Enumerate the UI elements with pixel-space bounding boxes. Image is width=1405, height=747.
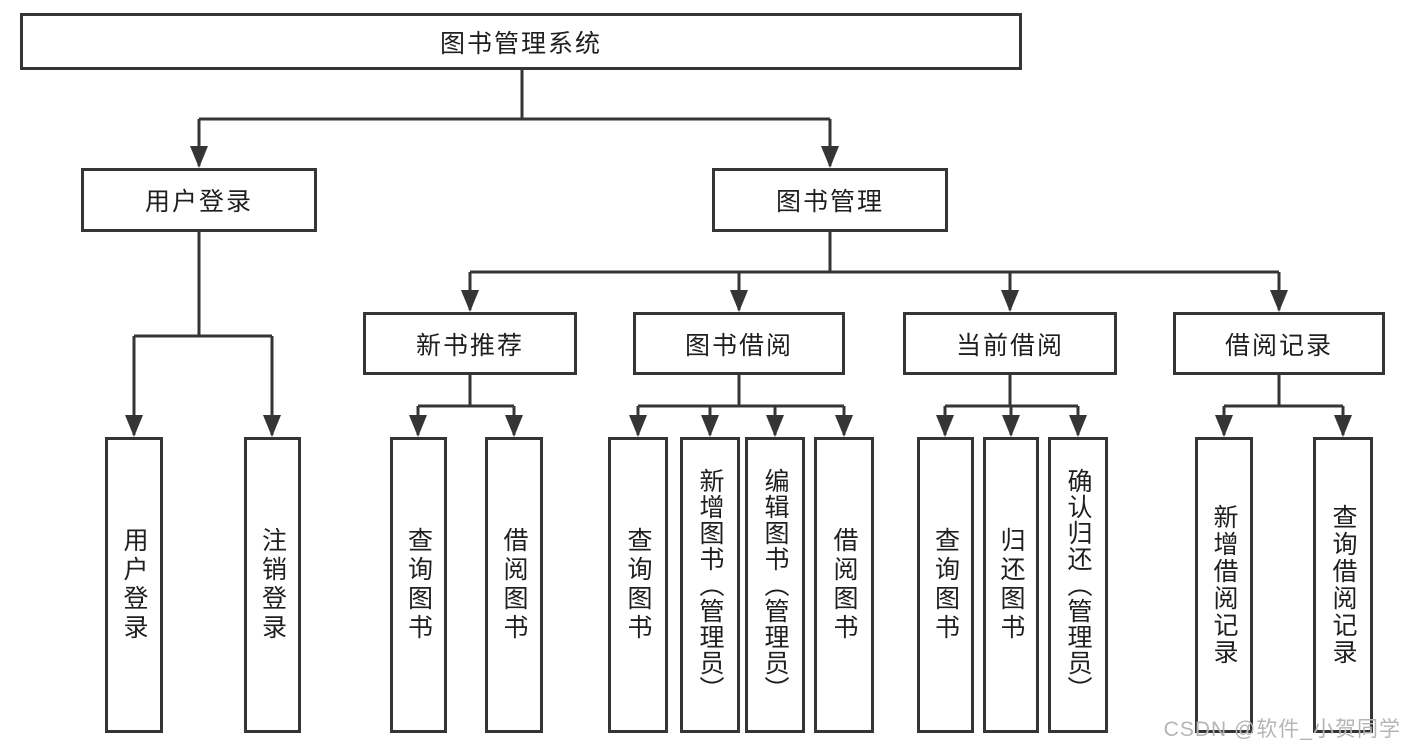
arrow-down-icon <box>835 415 853 437</box>
arrow-down-icon <box>701 415 719 437</box>
leaf-add-borrow-record: 新增借阅记录 <box>1195 437 1253 733</box>
node-book-borrowing: 图书借阅 <box>633 312 845 375</box>
node-user-login: 用户登录 <box>81 168 317 232</box>
leaf-borrow-books: 借阅图书 <box>814 437 874 733</box>
leaf-query-books-recommend: 查询图书 <box>390 437 447 733</box>
arrow-down-icon <box>461 290 479 312</box>
arrow-down-icon <box>936 415 954 437</box>
arrow-down-icon <box>409 415 427 437</box>
node-book-management: 图书管理 <box>712 168 948 232</box>
arrow-down-icon <box>263 415 281 437</box>
leaf-query-books-current: 查询图书 <box>917 437 974 733</box>
arrow-down-icon <box>766 415 784 437</box>
arrow-down-icon <box>1001 290 1019 312</box>
leaf-confirm-return-admin: 确认归还（管理员） <box>1048 437 1108 733</box>
arrow-down-icon <box>1334 415 1352 437</box>
leaf-return-books: 归还图书 <box>983 437 1039 733</box>
arrow-down-icon <box>1069 415 1087 437</box>
watermark: CSDN @软件_小贺同学 <box>1163 718 1401 741</box>
arrow-down-icon <box>730 290 748 312</box>
arrow-down-icon <box>1215 415 1233 437</box>
arrowhead-icons <box>125 146 1352 437</box>
node-borrowing-records: 借阅记录 <box>1173 312 1385 375</box>
arrow-down-icon <box>821 146 839 168</box>
arrow-down-icon <box>505 415 523 437</box>
leaf-add-books-admin: 新增图书（管理员） <box>680 437 740 733</box>
node-library-management-system: 图书管理系统 <box>20 13 1022 70</box>
leaf-logout: 注销登录 <box>244 437 301 733</box>
connector-paths <box>132 68 1345 435</box>
node-new-book-recommend: 新书推荐 <box>363 312 577 375</box>
node-current-borrowing: 当前借阅 <box>903 312 1117 375</box>
leaf-query-borrow-record: 查询借阅记录 <box>1313 437 1373 733</box>
leaf-user-login: 用户登录 <box>105 437 163 733</box>
arrow-down-icon <box>190 146 208 168</box>
leaf-borrow-books-recommend: 借阅图书 <box>485 437 543 733</box>
arrow-down-icon <box>1270 290 1288 312</box>
arrow-down-icon <box>629 415 647 437</box>
leaf-query-books-borrowing: 查询图书 <box>608 437 668 733</box>
arrow-down-icon <box>125 415 143 437</box>
arrow-down-icon <box>1002 415 1020 437</box>
leaf-edit-books-admin: 编辑图书（管理员） <box>745 437 805 733</box>
